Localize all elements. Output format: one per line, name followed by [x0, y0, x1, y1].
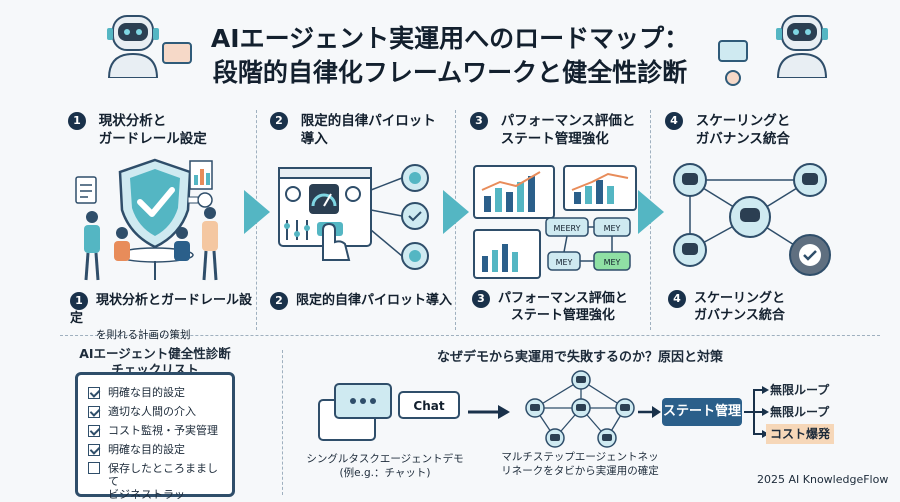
arrow-right-icon	[244, 190, 270, 234]
node-label: MEY	[604, 224, 621, 233]
result-cost-explosion: コスト爆発	[766, 424, 835, 444]
checklist-panel: 明確な目的設定 適切な人間の介入 コスト監視・予実管理 明確な目的設定 保存した…	[75, 372, 235, 501]
checklist-item[interactable]: 明確な目的設定	[88, 383, 222, 402]
title-line-1: AIエージェント実運用へのロードマップ：	[210, 24, 690, 53]
arrow-right-icon	[468, 405, 510, 419]
step-3-footer-title: パフォーマンス評価と ステート管理強化	[498, 291, 628, 323]
demo-caption: シングルタスクエージェントデモ (例e.g.：チャット)	[306, 453, 464, 479]
branch-arrows-icon	[744, 386, 769, 438]
result-infinite-loop-1: 無限ループ	[770, 383, 830, 397]
step-3-header: 3 パフォーマンス評価と ステート管理強化	[470, 112, 650, 148]
step-1-illustration	[75, 158, 218, 281]
step-4-title: スケーリングと ガバナンス統合	[695, 113, 791, 147]
checkbox-checked-icon[interactable]	[88, 443, 100, 456]
step-2-illustration	[278, 164, 429, 270]
arrow-right-icon	[638, 406, 661, 418]
step-2-footer-title: 限定的自律パイロット導入	[296, 293, 453, 308]
checkbox-checked-icon[interactable]	[88, 386, 100, 399]
step-3-illustration: MEERY MEY MEY MEY	[473, 165, 637, 279]
chat-label: Chat	[413, 399, 444, 413]
node-label: MEERY	[554, 224, 581, 233]
robot-left-icon	[107, 15, 159, 78]
arrow-right-icon	[443, 190, 469, 234]
checklist-item[interactable]: 適切な人間の介入	[88, 402, 222, 421]
step-1-title: 現状分析と ガードレール設定	[98, 113, 207, 147]
result-infinite-loop-2: 無限ループ	[770, 405, 830, 419]
checklist-item[interactable]: 明確な目的設定	[88, 440, 222, 459]
chat-bubble-blue-icon	[718, 40, 748, 62]
multi-agent-network-illustration	[525, 370, 635, 448]
checkbox-checked-icon[interactable]	[88, 424, 100, 437]
checklist-item[interactable]: 保存したところままして ビジネストラッ	[88, 462, 222, 501]
failure-section-title: なぜデモから実運用で失敗するのか？原因と対策	[436, 350, 723, 365]
page-title: AIエージェント実運用へのロードマップ： 段階的自律化フレームワークと健全性診断	[200, 22, 700, 90]
step-1-footer-sub: を則れる計画の策划	[96, 329, 191, 341]
step-2-title: 限定的自律パイロット 導入	[300, 113, 436, 147]
chat-bubble-icon	[162, 42, 192, 64]
step-3-title: パフォーマンス評価と ステート管理強化	[500, 113, 636, 147]
checkbox-checked-icon[interactable]	[88, 405, 100, 418]
demo-chat-illustration: Chat	[318, 383, 460, 441]
robot-right-icon	[776, 15, 828, 78]
step-1-footer-title: 現状分析とガードレール設定	[70, 293, 253, 326]
node-label: MEY	[604, 258, 621, 267]
divider	[60, 335, 880, 336]
step-2-header: 2 限定的自律パイロット 導入	[270, 112, 450, 148]
state-management-box: ステート管理	[662, 398, 742, 426]
step-4-illustration	[673, 163, 831, 276]
credit-text: 2025 AI KnowledgeFlow	[757, 473, 889, 486]
checkbox-unchecked-icon[interactable]	[88, 462, 100, 474]
title-line-2: 段階的自律化フレームワークと健全性診断	[212, 58, 688, 87]
node-label: MEY	[556, 258, 573, 267]
multi-agent-caption: マルチステップエージェントネッ リネークをタビから実運用の確定	[501, 451, 659, 477]
step-4-header: 4 スケーリングと ガバナンス統合	[665, 112, 845, 148]
step-4-footer-title: スケーリングと ガバナンス統合	[694, 291, 786, 323]
divider	[282, 350, 283, 495]
gear-small-icon	[725, 70, 741, 86]
checklist-item[interactable]: コスト監視・予実管理	[88, 421, 222, 440]
arrow-right-icon	[638, 190, 664, 234]
step-1-header: 1 現状分析と ガードレール設定	[68, 112, 248, 148]
